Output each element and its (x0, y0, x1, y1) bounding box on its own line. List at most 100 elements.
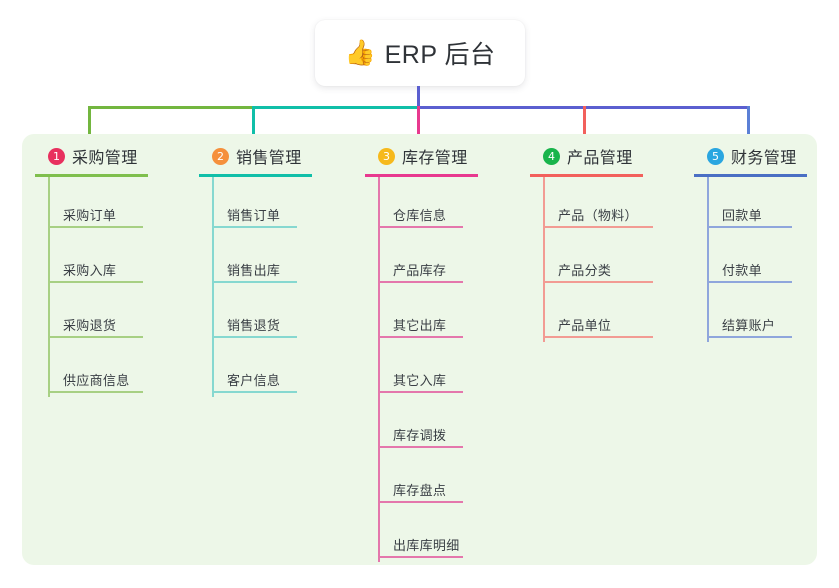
branch-item[interactable]: 销售出库 (199, 232, 312, 287)
branch-spine-product (543, 177, 545, 342)
branch-item-label: 回款单 (722, 208, 762, 223)
branch-item-label: 库存调拨 (393, 428, 447, 443)
branch-items-finance: 回款单付款单结算账户 (694, 177, 807, 342)
branch-item-underline (378, 446, 463, 448)
branch-item[interactable]: 其它出库 (365, 287, 478, 342)
drop-product (583, 106, 586, 148)
branch-title-product: 产品管理 (567, 150, 633, 167)
drop-purchase (88, 106, 91, 148)
root-node[interactable]: 👍 ERP 后台 (315, 20, 525, 86)
branch-item-label: 结算账户 (722, 318, 776, 333)
branch-item-label: 其它出库 (393, 318, 447, 333)
branch-item-label: 产品分类 (558, 263, 612, 278)
branch-item-underline (543, 226, 653, 228)
branch-item-label: 产品库存 (393, 263, 447, 278)
branch-spine-sales (212, 177, 214, 397)
branch-item-underline (543, 336, 653, 338)
branch-item[interactable]: 销售退货 (199, 287, 312, 342)
segment-teal (252, 106, 419, 109)
branch-item-underline (212, 336, 297, 338)
drop-finance (747, 106, 750, 148)
branch-item[interactable]: 出库库明细 (365, 507, 478, 562)
branch-item-underline (543, 281, 653, 283)
branch-underline-sales (199, 174, 312, 177)
branch-item[interactable]: 采购订单 (35, 177, 148, 232)
branch-header-purchase[interactable]: 1 采购管理 (35, 144, 148, 168)
branch-item-underline (48, 226, 143, 228)
branch-item-label: 销售退货 (227, 318, 281, 333)
branch-item-label: 销售出库 (227, 263, 281, 278)
branch-item-label: 其它入库 (393, 373, 447, 388)
branch-title-finance: 财务管理 (731, 150, 797, 167)
branch-spine-finance (707, 177, 709, 342)
branch-number-badge-sales: 2 (212, 147, 229, 165)
root-node-title: ERP 后台 (384, 41, 496, 69)
root-stem-connector (417, 86, 420, 108)
branch-item-underline (378, 226, 463, 228)
branch-item-underline (707, 336, 792, 338)
branch-item[interactable]: 产品库存 (365, 232, 478, 287)
branch-item[interactable]: 采购退货 (35, 287, 148, 342)
branch-item-underline (48, 281, 143, 283)
branch-item[interactable]: 产品分类 (530, 232, 653, 287)
branch-item[interactable]: 结算账户 (694, 287, 807, 342)
branch-items-inventory: 仓库信息产品库存其它出库其它入库库存调拨库存盘点出库库明细 (365, 177, 478, 562)
thumbs-up-icon: 👍 (344, 38, 376, 67)
branch-item-underline (378, 281, 463, 283)
branch-item-underline (212, 391, 297, 393)
branch-item-underline (212, 281, 297, 283)
branch-item[interactable]: 库存调拨 (365, 397, 478, 452)
branch-item-underline (378, 556, 463, 558)
branch-item-label: 采购订单 (63, 208, 117, 223)
branch-underline-product (530, 174, 643, 177)
branch-item-underline (212, 226, 297, 228)
branch-items-sales: 销售订单销售出库销售退货客户信息 (199, 177, 312, 397)
branch-column-sales: 2 销售管理销售订单销售出库销售退货客户信息 (199, 144, 312, 397)
branch-column-purchase: 1 采购管理采购订单采购入库采购退货供应商信息 (35, 144, 148, 397)
branch-item[interactable]: 产品（物料） (530, 177, 653, 232)
branch-item[interactable]: 仓库信息 (365, 177, 478, 232)
branch-items-purchase: 采购订单采购入库采购退货供应商信息 (35, 177, 148, 397)
branch-underline-inventory (365, 174, 478, 177)
branch-item-label: 供应商信息 (63, 373, 130, 388)
branch-item[interactable]: 回款单 (694, 177, 807, 232)
branch-item-label: 仓库信息 (393, 208, 447, 223)
branch-spine-inventory (378, 177, 380, 562)
branch-item-label: 出库库明细 (393, 538, 460, 553)
drop-sales (252, 106, 255, 148)
branches-panel (22, 134, 817, 565)
branch-item[interactable]: 产品单位 (530, 287, 653, 342)
branch-header-sales[interactable]: 2 销售管理 (199, 144, 312, 168)
branch-item-label: 付款单 (722, 263, 762, 278)
branch-title-purchase: 采购管理 (72, 150, 138, 167)
branch-item[interactable]: 其它入库 (365, 342, 478, 397)
branch-item-underline (707, 226, 792, 228)
branch-item[interactable]: 客户信息 (199, 342, 312, 397)
branch-spine-purchase (48, 177, 50, 397)
branch-header-product[interactable]: 4 产品管理 (530, 144, 643, 168)
branch-item-underline (378, 391, 463, 393)
branch-number-badge-purchase: 1 (48, 147, 65, 165)
branch-item-underline (707, 281, 792, 283)
branch-item-label: 销售订单 (227, 208, 281, 223)
segment-green (88, 106, 254, 109)
branch-number-badge-product: 4 (543, 147, 560, 165)
branch-item-underline (48, 391, 143, 393)
branch-underline-purchase (35, 174, 148, 177)
branch-item[interactable]: 销售订单 (199, 177, 312, 232)
branch-item[interactable]: 付款单 (694, 232, 807, 287)
branch-item-label: 客户信息 (227, 373, 281, 388)
branch-item[interactable]: 供应商信息 (35, 342, 148, 397)
branch-item[interactable]: 库存盘点 (365, 452, 478, 507)
branch-title-sales: 销售管理 (236, 150, 302, 167)
branch-item[interactable]: 采购入库 (35, 232, 148, 287)
branch-item-label: 产品单位 (558, 318, 612, 333)
branch-item-label: 产品（物料） (558, 208, 638, 223)
branch-item-underline (48, 336, 143, 338)
branch-title-inventory: 库存管理 (402, 150, 468, 167)
